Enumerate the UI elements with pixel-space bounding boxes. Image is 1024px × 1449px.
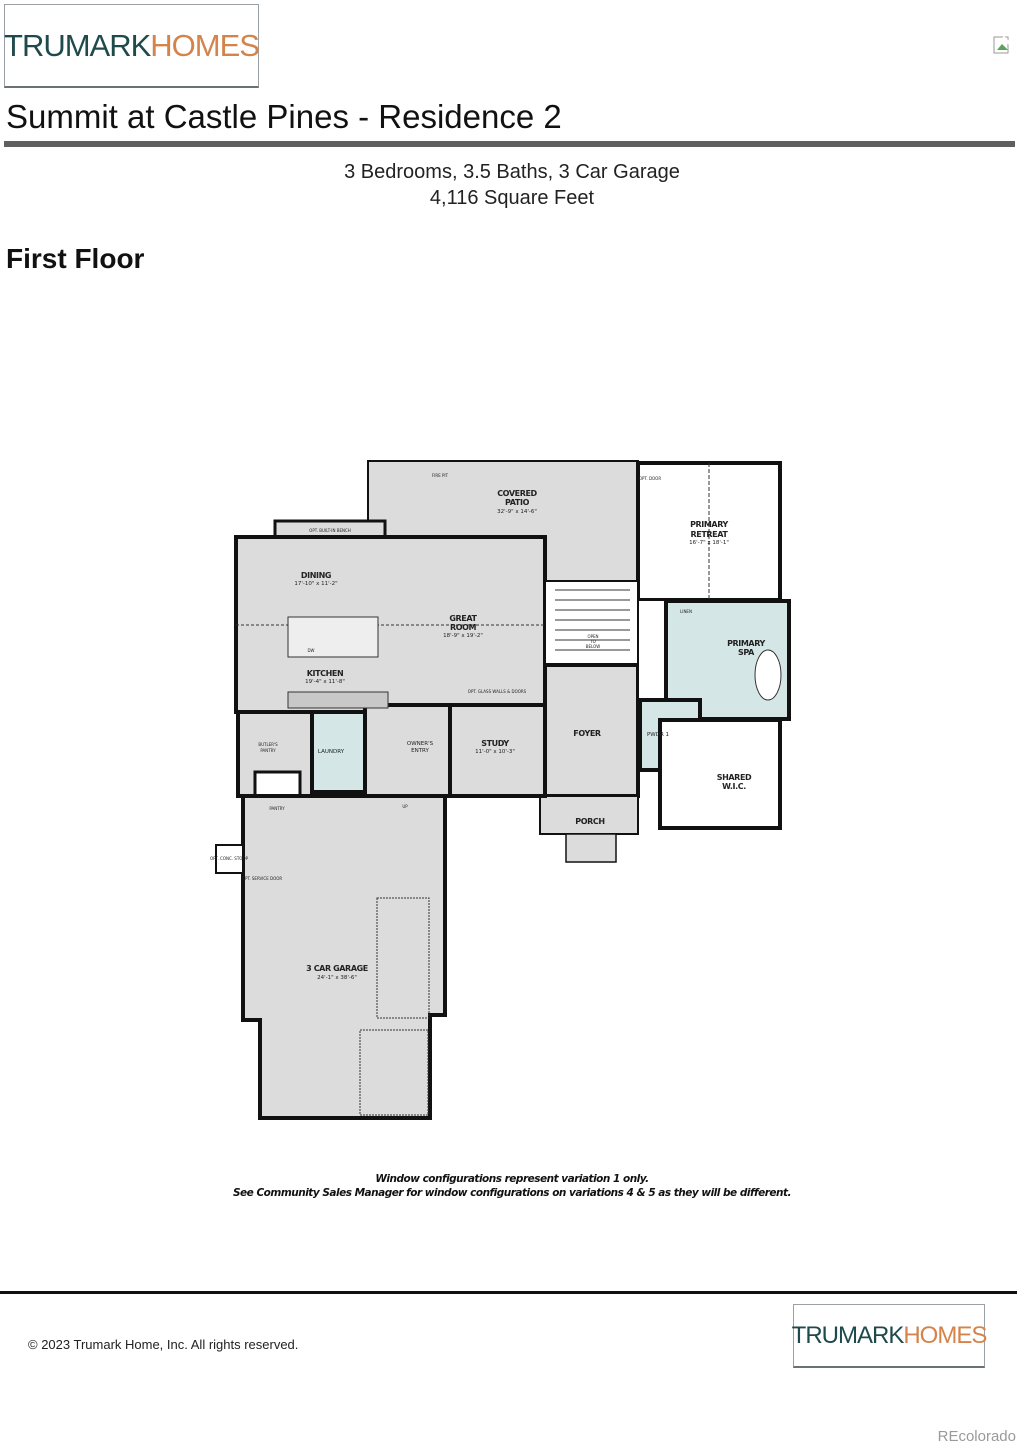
stair-area (544, 580, 639, 666)
label-open-below-3: BELOW (586, 644, 601, 649)
label-study: STUDY (481, 739, 509, 748)
label-stoop: OPT. CONC. STOOP (210, 856, 249, 861)
label-owners-entry-2: ENTRY (411, 748, 429, 754)
label-glass-doors: OPT. GLASS WALLS & DOORS (468, 689, 527, 694)
label-primary-retreat: PRIMARY (690, 520, 728, 529)
footer-logo-text-homes: HOMES (903, 1321, 987, 1349)
footer-divider (0, 1291, 1017, 1294)
porch-steps (565, 833, 617, 863)
dims-great-room: 18'-9" x 19'-2" (443, 633, 483, 639)
label-dining: DINING (301, 571, 331, 580)
label-kitchen: KITCHEN (307, 669, 344, 678)
label-shared-wic-2: W.I.C. (722, 782, 746, 791)
specs-rooms: 3 Bedrooms, 3.5 Baths, 3 Car Garage (344, 161, 680, 183)
footer-logo-text-trumark: TRUMARK (791, 1321, 905, 1349)
label-great-room: GREAT (449, 614, 477, 623)
kitchen-island (287, 616, 379, 658)
label-pantry: PANTRY (269, 806, 285, 811)
kitchen-counter (287, 691, 389, 709)
label-owners-entry: OWNER'S (407, 741, 434, 747)
page-title: Summit at Castle Pines - Residence 2 (6, 98, 562, 135)
label-fire-pit: FIRE PIT (432, 473, 449, 478)
label-service-door: OPT. SERVICE DOOR (242, 876, 283, 881)
dims-primary-retreat: 16'-7" x 18'-1" (689, 540, 729, 546)
label-butlers-pantry: BUTLER'S (258, 742, 278, 747)
label-covered-patio-2: PATIO (505, 498, 530, 507)
label-pwdr: PWDR 1 (647, 732, 669, 738)
owners-entry-area (363, 703, 452, 798)
dims-dining: 17'-10" x 11'-2" (294, 581, 337, 587)
room-labels: COVERED PATIO 32'-9" x 14'-6" FIRE PIT P… (210, 473, 766, 981)
dims-garage: 24'-1" x 38'-6" (317, 975, 357, 981)
title-divider (4, 141, 1015, 147)
label-garage: 3 CAR GARAGE (306, 964, 368, 973)
note-line-2: See Community Sales Manager for window c… (233, 1187, 792, 1199)
logo-text-trumark: TRUMARK (4, 27, 151, 63)
garage-bay-1 (376, 897, 430, 1019)
window-configuration-note: Window configurations represent variatio… (0, 1172, 1024, 1200)
stairs (555, 589, 630, 651)
recolorado-watermark: REcolorado (937, 1428, 1016, 1445)
label-shared-wic: SHARED (717, 773, 752, 782)
label-up: UP (402, 804, 408, 809)
label-foyer: FOYER (573, 729, 601, 738)
home-specs: 3 Bedrooms, 3.5 Baths, 3 Car Garage 4,11… (0, 159, 1024, 211)
copyright-text: © 2023 Trumark Home, Inc. All rights res… (28, 1337, 299, 1352)
logo-text-homes: HOMES (150, 27, 260, 63)
label-butlers-pantry-2: PANTRY (260, 748, 276, 753)
stoop-area (215, 844, 244, 874)
dims-kitchen: 19'-4" x 11'-8" (305, 679, 345, 685)
label-open-below-2: TO (589, 639, 596, 644)
label-primary-spa: PRIMARY (727, 639, 765, 648)
porch-area (539, 795, 639, 835)
label-bench: OPT. BUILT-IN BENCH (309, 528, 351, 533)
label-opt-door: OPT. DOOR (639, 476, 661, 481)
floor-heading: First Floor (6, 243, 145, 274)
specs-square-feet: 4,116 Square Feet (429, 187, 595, 209)
label-linen: LINEN (680, 609, 692, 614)
label-porch: PORCH (575, 817, 604, 826)
bathtub (754, 649, 782, 701)
dims-study: 11'-0" x 10'-3" (475, 749, 515, 755)
label-primary-spa-2: SPA (738, 648, 755, 657)
hall-area (637, 599, 669, 701)
label-laundry: LAUNDRY (318, 749, 345, 755)
label-open-below: OPEN (587, 634, 598, 639)
note-line-1: Window configurations represent variatio… (375, 1173, 649, 1185)
broken-image-icon (993, 36, 1011, 54)
label-great-room-2: ROOM (450, 623, 477, 632)
dims-covered-patio: 32'-9" x 14'-6" (497, 509, 537, 515)
garage-bay-2 (359, 1029, 429, 1116)
shared-wic-area (658, 718, 782, 830)
label-dw: DW (307, 648, 314, 653)
label-covered-patio: COVERED (497, 489, 537, 498)
label-primary-retreat-2: RETREAT (691, 530, 729, 539)
garage-area (241, 794, 447, 1120)
